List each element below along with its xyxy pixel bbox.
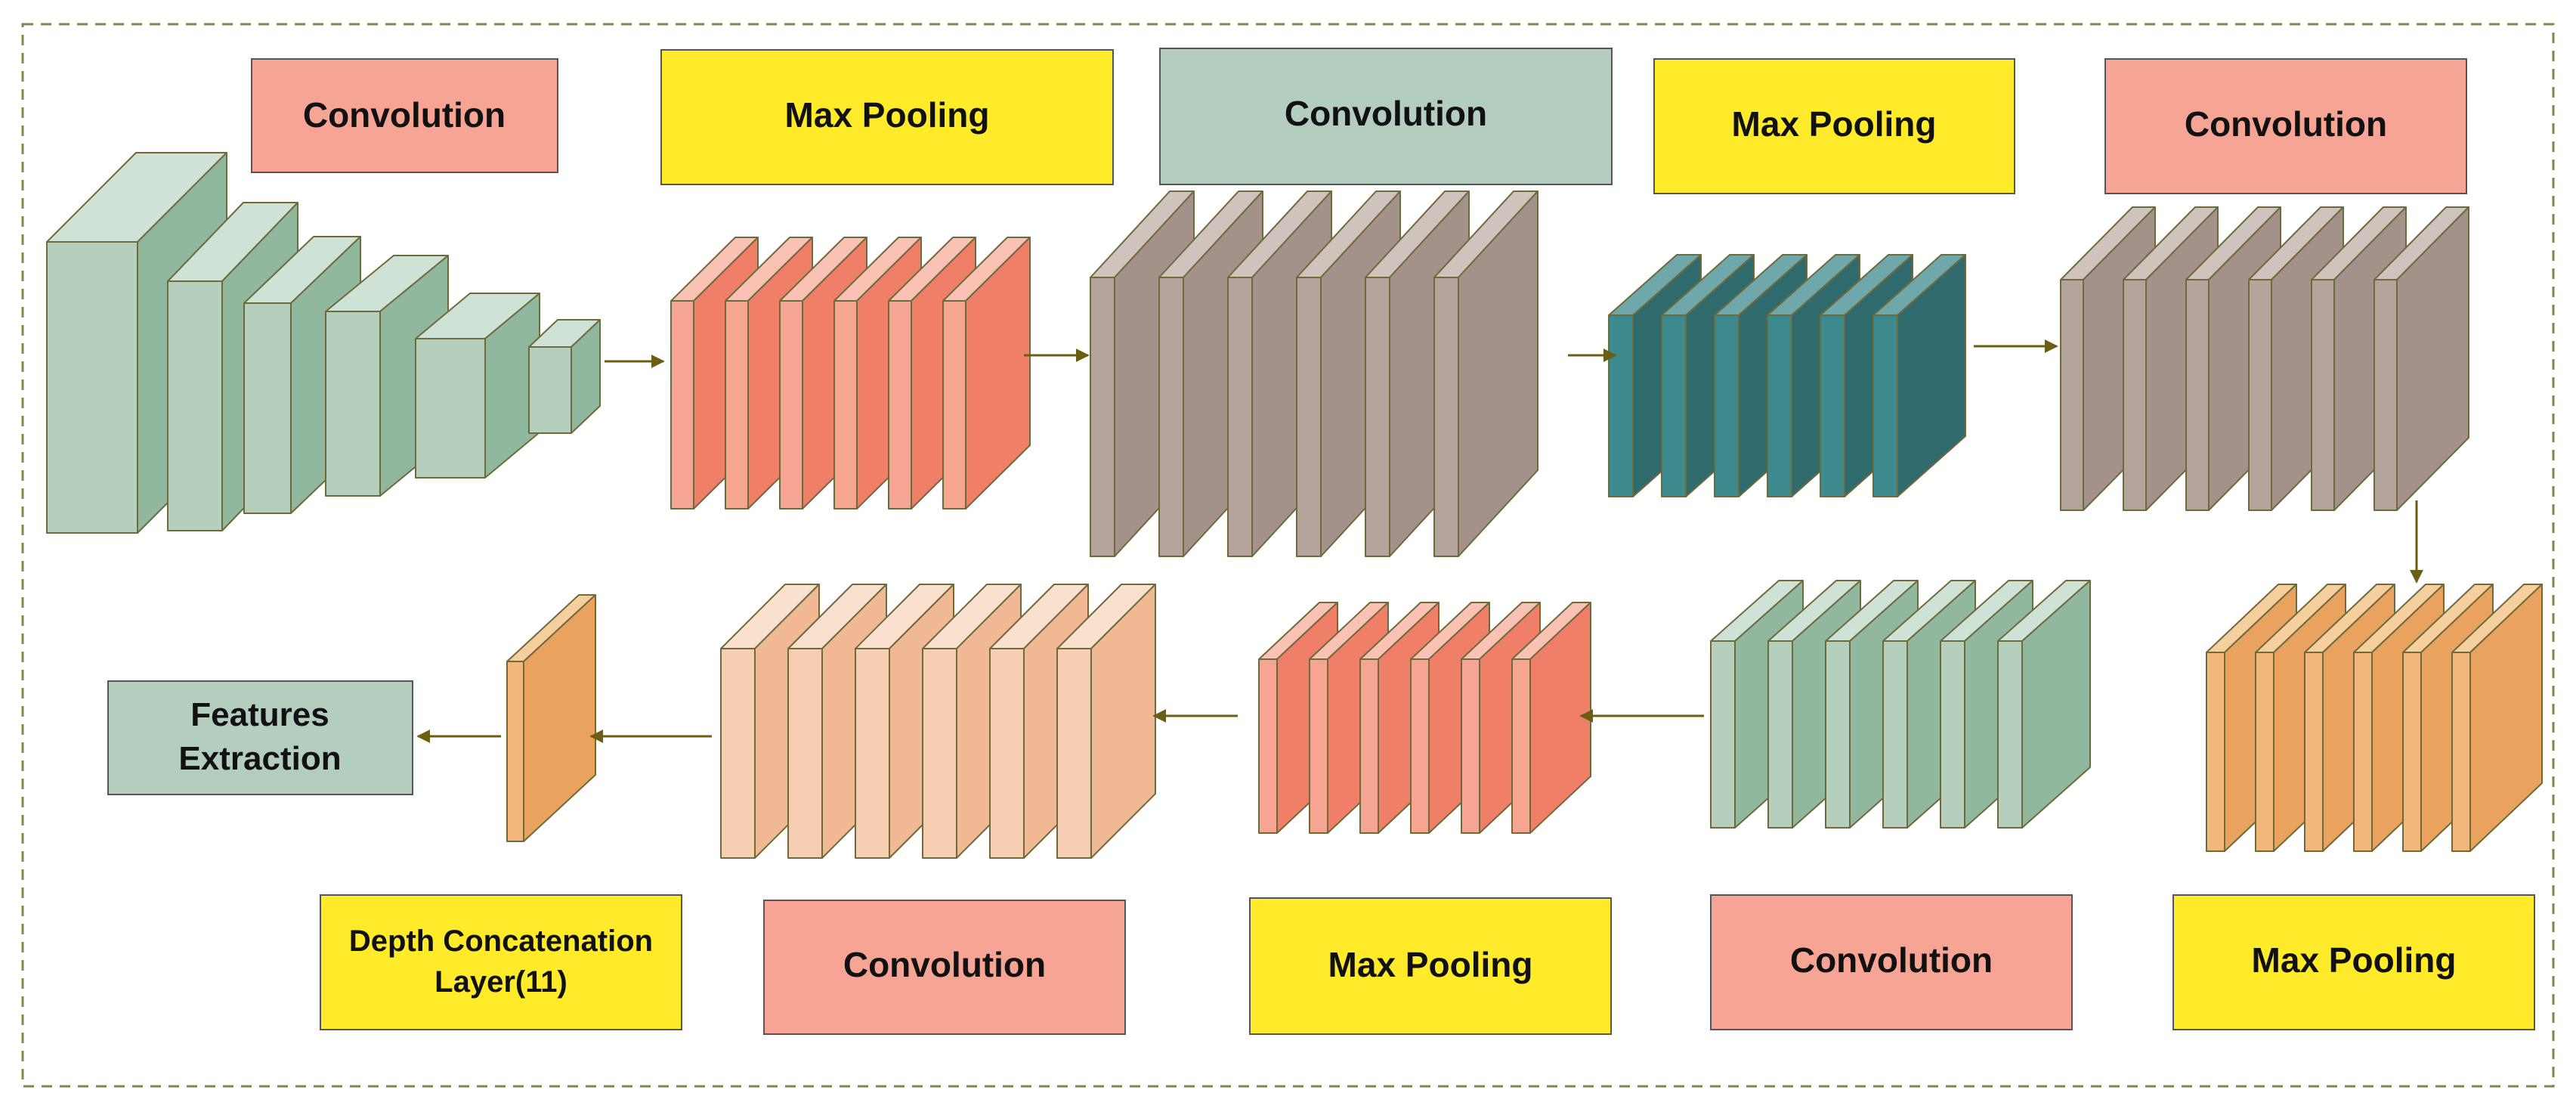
label-conv5: Convolution <box>1710 894 2073 1030</box>
input-cuboid-6-front <box>528 346 572 434</box>
label-conv4: Convolution <box>763 900 1126 1035</box>
conv1-slab-4-front <box>833 300 858 510</box>
pool1-slab-2-front <box>1661 314 1687 497</box>
label-conv3-text: Convolution <box>2185 104 2387 144</box>
conv4-slab-6 <box>1997 580 2091 829</box>
pool2-slab-3-front <box>2304 652 2324 852</box>
label-conv2-text: Convolution <box>1285 94 1487 133</box>
input-cuboid-5-front <box>415 338 486 479</box>
conv5-slab-5-front <box>989 648 1025 859</box>
conv2-slab-5-front <box>1365 277 1390 557</box>
conv5-slab-4-front <box>922 648 957 859</box>
conv3-slab-5-front <box>2311 279 2335 511</box>
label-pool3-text: Max Pooling <box>1328 945 1533 984</box>
conv1-slab-5-front <box>888 300 912 510</box>
conv2-slab-6 <box>1433 190 1538 557</box>
label-features: Features Extraction <box>107 680 413 795</box>
label-depth-line1: Depth Concatenation <box>349 925 653 958</box>
conv1-slab-6 <box>942 237 1031 510</box>
input-cuboid-6 <box>528 319 601 434</box>
input-cuboid-5 <box>415 293 540 479</box>
conv4-slab-4-front <box>1882 640 1908 829</box>
pool1-slab-6-front <box>1872 314 1898 497</box>
conv5-slab-3-front <box>855 648 890 859</box>
label-conv4-text: Convolution <box>843 945 1046 984</box>
pool2-slab-6 <box>2451 584 2543 852</box>
pool1-slab-6 <box>1872 254 1966 497</box>
conv2-slab-1-front <box>1090 277 1115 557</box>
label-conv2: Convolution <box>1159 48 1613 185</box>
pool2-slab-4-front <box>2353 652 2373 852</box>
label-conv5-text: Convolution <box>1790 940 1993 980</box>
pool2-slab-6-front <box>2451 652 2471 852</box>
label-depth-concat: Depth Concatenation Layer(11) <box>320 894 682 1030</box>
label-pool4: Max Pooling <box>2172 894 2535 1030</box>
conv2-slab-3-front <box>1227 277 1253 557</box>
conv5-slab-2-front <box>787 648 823 859</box>
input-cuboid-1-front <box>46 241 138 534</box>
label-features-line2: Extraction <box>178 740 341 777</box>
label-conv3: Convolution <box>2104 58 2467 194</box>
pool3-slab-4-front <box>1410 658 1430 834</box>
conv3-slab-6 <box>2373 206 2469 511</box>
conv4-slab-5-front <box>1940 640 1965 829</box>
input-cuboid-3-front <box>243 302 292 514</box>
pool3-slab-3-front <box>1359 658 1379 834</box>
conv1-slab-6-front <box>942 300 966 510</box>
conv4-slab-6-front <box>1997 640 2023 829</box>
conv3-slab-2-front <box>2123 279 2147 511</box>
input-cuboid-4-front <box>325 311 381 497</box>
conv1-slab-1-front <box>670 300 694 510</box>
conv3-slab-6-front <box>2373 279 2398 511</box>
label-depth-line2: Layer(11) <box>434 965 567 999</box>
label-pool2: Max Pooling <box>1653 58 2015 194</box>
label-pool1: Max Pooling <box>660 49 1114 185</box>
label-conv1-text: Convolution <box>303 95 506 135</box>
conv3-slab-4-front <box>2248 279 2272 511</box>
label-conv1: Convolution <box>251 58 558 173</box>
pool2-slab-1-front <box>2206 652 2225 852</box>
conv4-slab-3-front <box>1825 640 1851 829</box>
pool3-slab-5-front <box>1461 658 1480 834</box>
conv2-slab-2-front <box>1158 277 1184 557</box>
pool3-slab-6-front <box>1511 658 1531 834</box>
depth-concat-slab <box>506 594 596 842</box>
conv5-slab-1-front <box>720 648 756 859</box>
conv5-slab-6-front <box>1056 648 1092 859</box>
pool1-slab-4-front <box>1767 314 1792 497</box>
conv2-slab-6-front <box>1433 277 1459 557</box>
pool2-slab-5-front <box>2402 652 2422 852</box>
label-pool4-text: Max Pooling <box>2252 940 2457 980</box>
conv2-slab-4-front <box>1296 277 1322 557</box>
pool1-slab-5-front <box>1820 314 1845 497</box>
conv5-slab-6 <box>1056 584 1156 859</box>
conv3-slab-3-front <box>2185 279 2210 511</box>
pool3-slab-6 <box>1511 602 1591 834</box>
flow-arrows <box>416 339 2423 743</box>
conv1-slab-2-front <box>725 300 749 510</box>
pool3-slab-1-front <box>1258 658 1278 834</box>
conv1-slab-3-front <box>779 300 803 510</box>
input-cuboid-2-front <box>167 280 223 531</box>
label-pool3: Max Pooling <box>1249 897 1612 1035</box>
pool1-slab-1-front <box>1608 314 1634 497</box>
pool1-slab-3-front <box>1714 314 1739 497</box>
label-pool2-text: Max Pooling <box>1732 104 1937 144</box>
layer-blocks <box>46 152 2543 859</box>
conv4-slab-1-front <box>1710 640 1736 829</box>
conv4-slab-2-front <box>1767 640 1793 829</box>
label-features-line1: Features <box>190 696 329 733</box>
depth-concat-slab-front <box>506 661 524 842</box>
depth-concat-slab-side <box>523 594 596 842</box>
conv3-slab-1-front <box>2060 279 2084 511</box>
label-pool1-text: Max Pooling <box>785 95 990 135</box>
pool3-slab-2-front <box>1309 658 1328 834</box>
pool2-slab-2-front <box>2255 652 2274 852</box>
